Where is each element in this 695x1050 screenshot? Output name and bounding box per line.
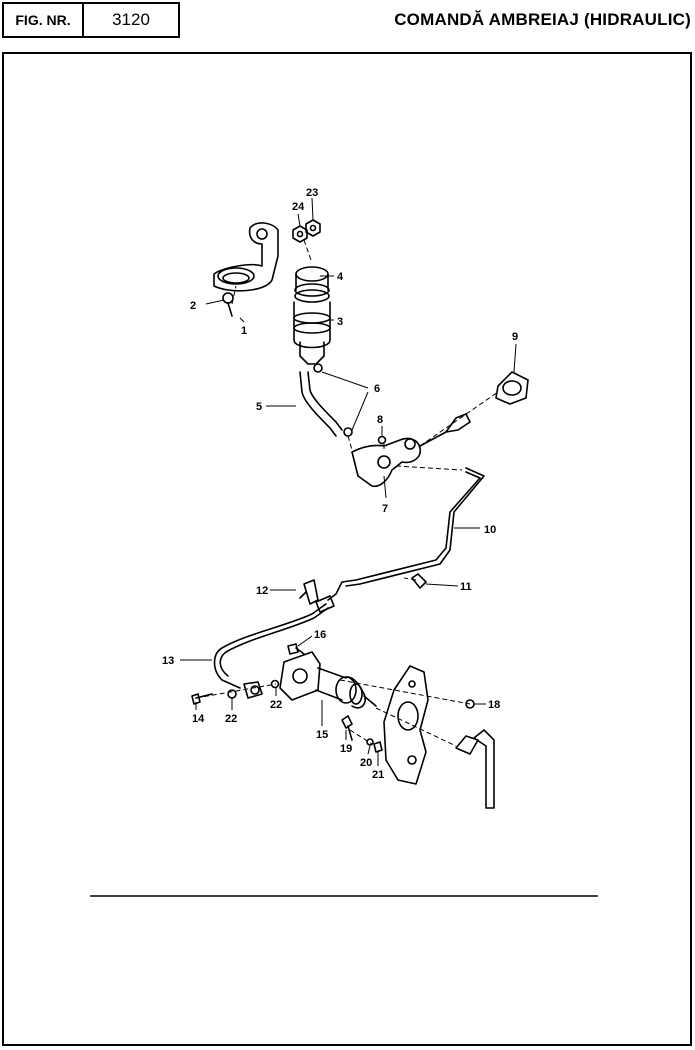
slave-cylinder [279,651,377,709]
callout-12: 12 [256,585,268,597]
callout-21: 21 [372,769,384,781]
fitting-22 [243,681,263,699]
figure-number-box: FIG. NR. 3120 [2,2,180,38]
reservoir-bracket [213,222,279,292]
reservoir-hose [299,371,343,437]
callout-11: 11 [460,581,472,593]
callout-5: 5 [256,401,262,413]
bolt-8 [377,435,387,445]
callout-16: 16 [314,629,326,641]
screw-2 [222,292,234,317]
flexible-hose-13 [213,595,335,689]
callout-9: 9 [512,331,518,343]
bleed-screw-16 [287,643,305,655]
callout-23: 23 [306,187,318,199]
callout-22a: 22 [225,713,237,725]
callout-19: 19 [340,743,352,755]
hydraulic-pipe-10 [327,467,485,601]
fig-label: FIG. NR. [4,4,84,36]
callout-13: 13 [162,655,174,667]
callout-24: 24 [292,201,305,213]
nut-21 [373,741,383,753]
callout-15: 15 [316,729,328,741]
callout-14: 14 [192,713,205,725]
callout-10: 10 [484,524,496,536]
bolt-19 [341,715,353,741]
callout-3: 3 [337,316,343,328]
page-title: COMANDĂ AMBREIAJ (HIDRAULIC) [394,10,691,29]
hose-clamp-6b [343,427,353,437]
callout-6: 6 [374,383,380,395]
callout-1: 1 [241,325,247,337]
master-cylinder-gasket [495,371,529,405]
callout-18: 18 [488,699,500,711]
nut-24 [292,225,308,243]
pipe-clip-11 [411,573,427,589]
callout-8: 8 [377,414,383,426]
callout-22b: 22 [270,699,282,711]
diagram-frame [2,52,692,1046]
callout-2: 2 [190,300,196,312]
fig-number: 3120 [112,10,150,29]
master-cylinder [351,413,471,488]
callout-7: 7 [382,503,388,515]
callout-20: 20 [360,757,372,769]
bolt-14 [191,693,213,705]
fluid-reservoir [293,266,331,365]
release-fork-bracket [383,665,495,809]
callout-4: 4 [337,271,344,283]
nut-23 [305,219,321,237]
washer-20 [366,738,374,746]
pipe-bracket-12 [299,579,319,605]
washer-22b [270,679,280,689]
hose-clamp-6a [313,363,323,373]
